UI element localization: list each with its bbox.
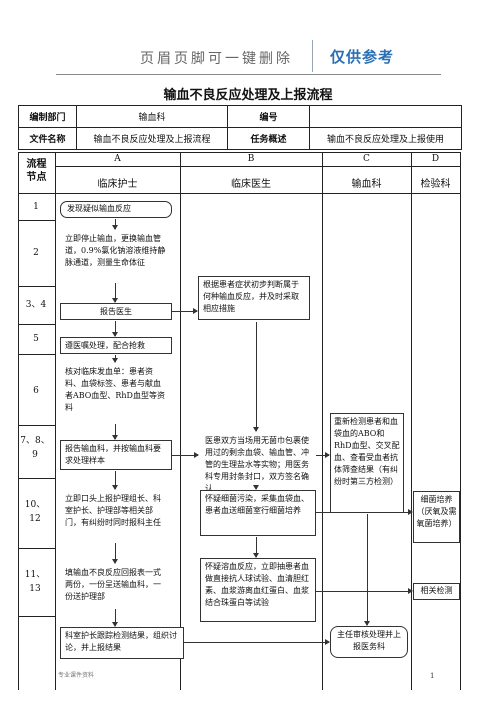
step-report-doctor: 报告医生 [60,303,172,320]
arrow-seal-culture [253,485,259,490]
arrow-7-10 [112,471,118,490]
arrow-headnurse-director [184,639,330,645]
dept-label: 编制部门 [18,105,77,128]
arrow-7-doctor [172,452,199,458]
header-banner-right: 仅供参考 [330,48,395,66]
grid-right [460,152,461,690]
step-retest-bloodtype: 重新检测患者和血袋血的ABO和RhD血型、交叉配血、查看受血者抗体筛查结果（有纠… [330,413,404,513]
arrow-doctor-seal [253,322,259,432]
col-letter-c: C [363,154,370,164]
file-label: 文件名称 [18,127,77,150]
file-value: 输血不良反应处理及上报流程 [76,127,228,150]
code-label: 编号 [227,105,310,128]
step-report-bloodbank: 报告输血科，并按输血科要求处理样本 [60,440,172,470]
node-header: 流程 节点 [18,158,55,184]
meta-row-file: 文件名称 输血不良反应处理及上报流程 任务概述 输血不良反应处理及上报使用 [18,127,462,150]
arrow-11-14 [112,609,118,627]
code-value [309,105,462,128]
dept-value: 输血科 [76,105,228,128]
step-hemolysis-tests: 怀疑溶血反应，立即抽患者血做直接抗人球试验、血清胆红素、血浆游离血红蛋白、血浆结… [200,558,316,622]
row-label-11-13: 11、13 [24,570,46,594]
lab-related-tests: 相关检测 [413,583,460,600]
row-label-3-4: 3、4 [25,300,47,310]
col-letter-d: D [431,154,440,164]
row-sep [18,286,55,287]
grid-header-bottom [18,193,461,194]
arrow-1-2 [112,219,118,230]
header-separator [312,40,313,72]
step-stop-transfusion: 立即停止输血，更换输血管道，0.9%氯化钠溶液维持静脉通道，测量生命体征 [60,230,172,282]
arrow-hemolysis-lab [316,588,413,594]
step-verify-records: 核对临床发血单：患者资料、血袋标签、患者与献血者ABO血型、RhD血型等资料 [60,363,172,423]
step-bacterial-culture: 怀疑细菌污染，采集血袋血、患者血送细菌室行细菌培养 [200,490,316,536]
grid-top [18,152,461,153]
col-role-nurse: 临床护士 [97,179,138,190]
row-sep [18,354,55,355]
row-label-6: 6 [33,386,39,396]
arrow-3-doctor [172,308,198,314]
col-role-bloodbank: 输血科 [351,179,382,190]
arrow-3-5 [112,321,118,337]
step-director-review: 主任审核处理并上报医务科 [330,626,408,658]
step-fill-report-form: 填输血不良反应回报表一式两份，一份呈送输血科，一份送护理部 [60,564,172,608]
page-number: 1 [430,672,435,680]
arrow-10-11 [112,543,118,564]
arrow-6-7 [112,424,118,440]
step-report-departments: 立即口头上报护理组长、科室护长、护理部等相关部门，有纠纷时同时报科主任 [60,490,172,542]
arrow-5-6 [112,355,118,363]
row-label-10-12: 10、12 [24,500,46,524]
header-rule [56,74,441,75]
grid-left [18,152,19,690]
grid-col-bc [322,152,323,690]
node-header-line1: 流程 [26,159,47,170]
lab-bacterial-culture: 细菌培养（厌氧及需氧菌培养） [413,491,460,543]
arrow-seal-bloodbank [316,452,330,458]
desc-value: 输血不良反应处理及上报使用 [309,127,462,150]
step-doctor-judge: 根据患者症状初步判断属于何种输血反应，并及时采取相应措施 [198,276,310,320]
col-letter-b: B [247,154,255,164]
meta-row-dept: 编制部门 输血科 编号 [18,105,462,128]
grid-node-col [55,152,56,690]
row-sep [18,548,55,549]
col-role-lab: 检验科 [420,179,451,190]
row-sep [18,425,55,426]
grid-letter-rule [55,166,461,167]
node-header-line2: 节点 [26,172,47,183]
step-follow-orders: 遵医嘱处理，配合抢救 [60,337,172,354]
col-role-doctor: 临床医生 [231,179,271,190]
row-sep [18,616,55,617]
document-title: 输血不良反应处理及上报流程 [163,88,333,103]
header-banner-left: 页眉页脚可一键删除 [140,51,293,67]
row-sep [18,324,55,325]
arrow-culture-hemolysis [253,537,259,558]
row-sep [18,220,55,221]
step-detect-reaction: 发现疑似输血反应 [60,201,172,218]
desc-label: 任务概述 [227,127,310,150]
row-label-1: 1 [33,202,39,212]
arrow-culture-lab [316,509,413,515]
step-seal-blood-bag: 医患双方当场用无菌巾包裹使用过的剩余血袋、输血管、冲管的生理盐水等实物；用医务科… [200,432,316,493]
grid-col-ab [180,152,181,690]
row-label-2: 2 [33,248,39,258]
row-label-5: 5 [33,334,39,344]
row-label-7-8-9: 7、8、9 [20,436,50,460]
col-letter-a: A [114,154,121,164]
row-sep [18,478,55,479]
footer-source: 专业课件资料 [58,672,95,679]
meta-table: 编制部门 输血科 编号 文件名称 输血不良反应处理及上报流程 任务概述 输血不良… [18,105,462,150]
step-head-nurse-followup: 科室护长跟踪检测结果，组织讨论，并上报结果 [60,627,184,659]
arrow-2-3 [112,283,118,303]
grid-col-cd [411,152,412,690]
arrow-bloodbank-director [364,514,370,626]
